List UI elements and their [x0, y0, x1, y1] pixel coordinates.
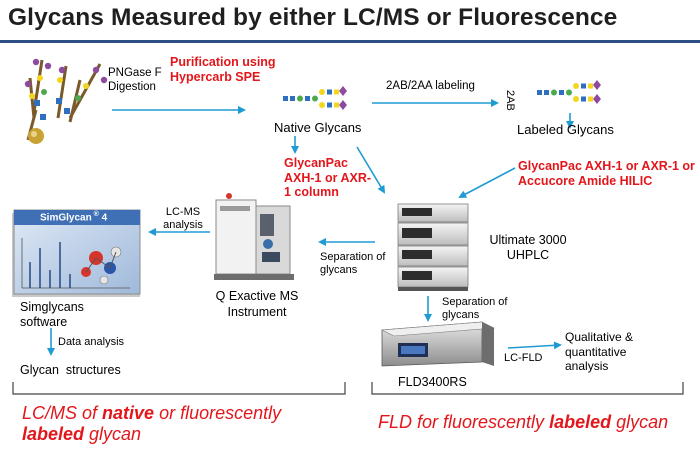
pngase-label: PNGase F Digestion: [108, 67, 162, 93]
fld-model-label: FLD3400RS: [398, 375, 467, 389]
native-glycan-icon: [283, 86, 347, 110]
data-analysis-label: Data analysis: [58, 336, 125, 348]
lcms-analysis-label: LC-MS analysis: [163, 206, 203, 231]
separation-left-label: Separation of glycans: [320, 251, 386, 276]
q-exactive-label: Q Exactive MS Instrument: [215, 289, 299, 319]
uhplc-instrument-icon: [397, 203, 469, 291]
uhplc-label: Ultimate 3000 UHPLC: [489, 233, 567, 262]
2ab-tag-label: 2AB: [504, 90, 516, 111]
arrow-fld-to-analysis: [507, 341, 562, 350]
simglycan-software-icon: [12, 209, 141, 297]
native-glycans-label: Native Glycans: [274, 120, 362, 135]
simglycan-logo-text: SimGlycan ® 4: [40, 211, 108, 224]
separation-down-label: Separation of glycans: [442, 296, 508, 321]
antibody-icon: [24, 58, 108, 144]
slide-title: Glycans Measured by either LC/MS or Fluo…: [8, 4, 618, 31]
lc-fld-label: LC-FLD: [504, 352, 543, 364]
glycan-structures-label: Glycan structures: [20, 363, 121, 377]
fld-detector-icon: [380, 321, 496, 367]
qualitative-analysis-label: Qualitative & quantitative analysis: [565, 330, 634, 373]
labeling-label: 2AB/2AA labeling: [386, 80, 475, 92]
glycanpac-native-label: GlycanPac AXH-1 or AXR-1 column: [284, 156, 372, 199]
arrow-labeled-to-uhplc: [458, 167, 516, 198]
q-exactive-ms-icon: [214, 193, 294, 280]
simglycan-software-label: Simglycans software: [20, 300, 84, 329]
purification-label: Purification using Hypercarb SPE: [170, 55, 276, 84]
left-bracket: [12, 382, 346, 395]
labeled-glycan-icon: [537, 80, 601, 104]
labeled-glycans-label: Labeled Glycans: [517, 122, 614, 137]
title-rule: [0, 40, 700, 43]
arrow-native-to-uhplc: [356, 146, 386, 194]
fld-footer-caption: FLD for fluorescently labeled glycan: [378, 412, 669, 432]
glycanpac-labeled-label: GlycanPac AXH-1 or AXR-1 or Accucore Ami…: [518, 159, 695, 188]
right-bracket: [371, 382, 684, 395]
